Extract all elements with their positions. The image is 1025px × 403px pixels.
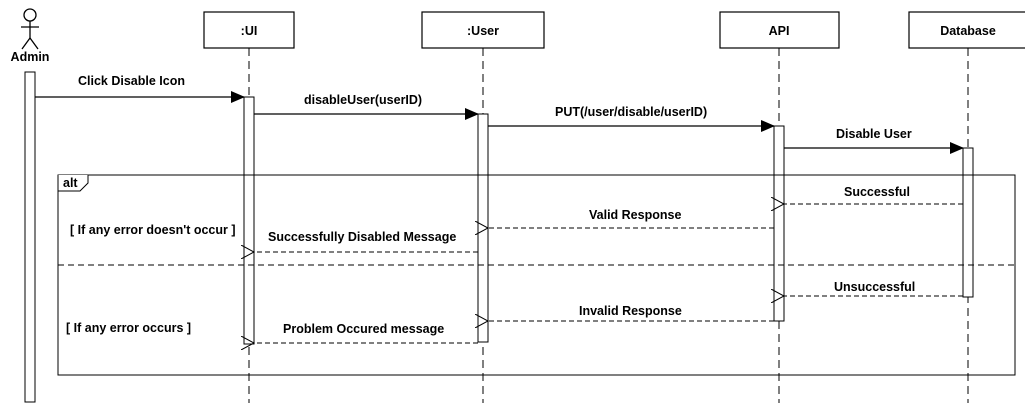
lifeline-label-api: API <box>769 24 790 38</box>
lifeline-label-db: Database <box>940 24 996 38</box>
message-label: PUT(/user/disable/userID) <box>555 105 707 119</box>
return-unsuccessful: Unsuccessful <box>784 280 963 296</box>
lifeline-head-ui <box>203 11 295 49</box>
return-success-message: Successfully Disabled Message <box>254 230 478 252</box>
lifeline-label-ui: :UI <box>241 24 258 38</box>
lifeline-db: Database <box>908 11 1025 403</box>
return-problem-message: Problem Occured message <box>254 322 478 343</box>
message-click-disable-icon: Click Disable Icon <box>35 74 245 103</box>
return-successful: Successful <box>784 185 963 204</box>
db-activation-bar <box>962 147 974 298</box>
lifeline-label-user: :User <box>467 24 499 38</box>
return-valid-response: Valid Response <box>488 208 774 228</box>
ui-activation-bar <box>243 96 255 345</box>
message-put-request: PUT(/user/disable/userID) <box>488 105 775 132</box>
message-label: Problem Occured message <box>283 322 444 336</box>
actor-label: Admin <box>11 50 50 64</box>
message-label: Disable User <box>836 127 912 141</box>
alt-operator-label: alt <box>63 176 78 190</box>
message-label: Unsuccessful <box>834 280 915 294</box>
message-disable-user-db: Disable User <box>784 127 964 154</box>
message-label: Click Disable Icon <box>78 74 185 88</box>
lifeline-ui: :UI <box>203 11 295 403</box>
message-label: Invalid Response <box>579 304 682 318</box>
return-invalid-response: Invalid Response <box>488 304 774 321</box>
alt-condition-error: [ If any error occurs ] <box>66 321 191 335</box>
user-activation-bar <box>477 113 489 343</box>
message-label: Valid Response <box>589 208 681 222</box>
message-disable-user-call: disableUser(userID) <box>254 93 479 120</box>
alt-condition-success: [ If any error doesn't occur ] <box>70 223 236 237</box>
lifeline-head-api <box>719 11 840 49</box>
admin-activation-bar <box>24 71 36 403</box>
message-label: Successfully Disabled Message <box>268 230 456 244</box>
lifeline-api: API <box>719 11 840 403</box>
actor-head-icon <box>23 8 37 22</box>
message-label: disableUser(userID) <box>304 93 422 107</box>
admin-actor: Admin <box>11 8 50 64</box>
message-label: Successful <box>844 185 910 199</box>
alt-fragment: alt [ If any error doesn't occur ] [ If … <box>57 174 1016 376</box>
lifeline-user: :User <box>421 11 545 403</box>
api-activation-bar <box>773 125 785 322</box>
